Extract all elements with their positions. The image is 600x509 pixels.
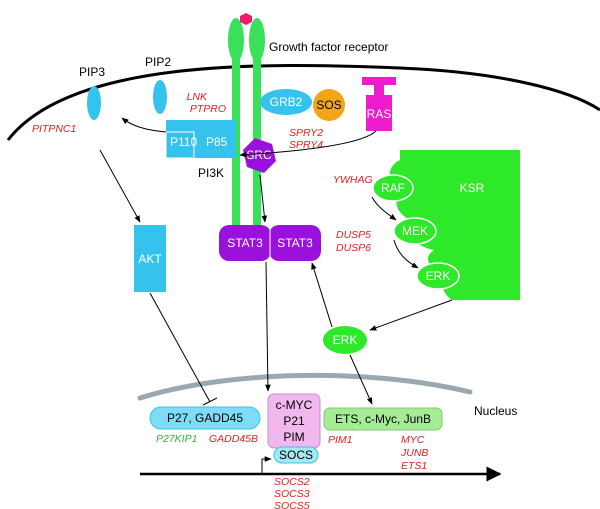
ksr-label: KSR [460, 181, 485, 195]
socs-box [273, 446, 319, 464]
grb2-label: GRB2 [270, 95, 303, 109]
erk-inner-node [416, 262, 460, 290]
pitpnc1-label: PITPNC1 [32, 123, 76, 135]
pathway-arrows [99, 117, 502, 482]
pi3k-complex [165, 120, 236, 159]
socs-label: SOCS [279, 448, 313, 462]
p85-label: P85 [206, 135, 228, 149]
pim1-label: PIM1 [328, 434, 353, 446]
erk-free-label: ERK [333, 333, 358, 347]
ptpro-label: PTPRO [190, 103, 226, 115]
p27-gadd45-box [149, 406, 261, 430]
junb-label: JUNB [400, 447, 428, 459]
pip2-node [153, 80, 167, 114]
socs2-label: SOCS2 [274, 476, 310, 488]
ras-label: RAS [367, 107, 392, 121]
grb2-node [260, 89, 312, 115]
pim-label: PIM [283, 430, 304, 444]
sos-label: SOS [316, 98, 341, 112]
p27kip1-label: P27KIP1 [156, 433, 197, 445]
ksr-scaffold [389, 150, 520, 300]
ras-node [362, 77, 396, 131]
p27-gadd45-label: P27, GADD45 [167, 411, 243, 425]
p110-label: P110 [170, 135, 197, 149]
stat3-left-label: STAT3 [227, 236, 263, 250]
src-label: SRC [246, 148, 272, 162]
dusp6-label: DUSP6 [336, 242, 371, 254]
cmyc-label: c-MYC [276, 398, 313, 412]
spry2-label: SPRY2 [289, 127, 323, 139]
spry4-label: SPRY4 [289, 139, 323, 151]
pip2-label: PIP2 [145, 55, 171, 69]
stat3-dimer [219, 225, 321, 261]
cell-membrane [6, 63, 600, 141]
pip3-node [87, 86, 101, 120]
growth-factor-receptor [228, 13, 265, 226]
myc-label: MYC [401, 434, 425, 446]
mek-node [393, 217, 437, 245]
nucleus-label: Nucleus [474, 404, 517, 418]
src-node [243, 138, 276, 173]
pi3k-label: PI3K [198, 166, 224, 180]
pip3-label: PIP3 [79, 65, 105, 79]
gadd45b-label: GADD45B [209, 433, 258, 445]
sos-node [313, 89, 345, 121]
akt-label: AKT [138, 252, 162, 266]
stat3-right-label: STAT3 [277, 236, 313, 250]
ywhag-label: YWHAG [333, 174, 373, 186]
raf-node [372, 174, 414, 202]
mek-label: MEK [402, 224, 428, 238]
erk-free-node [323, 326, 367, 354]
akt-node [134, 225, 166, 292]
p21-label: P21 [283, 414, 305, 428]
raf-label: RAF [381, 181, 405, 195]
socs3-label: SOCS3 [274, 488, 310, 500]
ets-box [323, 407, 443, 431]
growth-factor-receptor-label: Growth factor receptor [269, 40, 388, 54]
ets1-label: ETS1 [401, 460, 427, 472]
lnk-label: LNK [187, 91, 208, 103]
socs5-label: SOCS5 [274, 500, 310, 509]
regulator-labels: LNK PTPRO PITPNC1 SPRY2 SPRY4 YWHAG DUSP… [32, 91, 428, 509]
dusp5-label: DUSP5 [336, 229, 371, 241]
nuclear-membrane [137, 372, 473, 401]
ets-box-label: ETS, c-Myc, JunB [335, 412, 431, 426]
erk-inner-label: ERK [426, 269, 451, 283]
